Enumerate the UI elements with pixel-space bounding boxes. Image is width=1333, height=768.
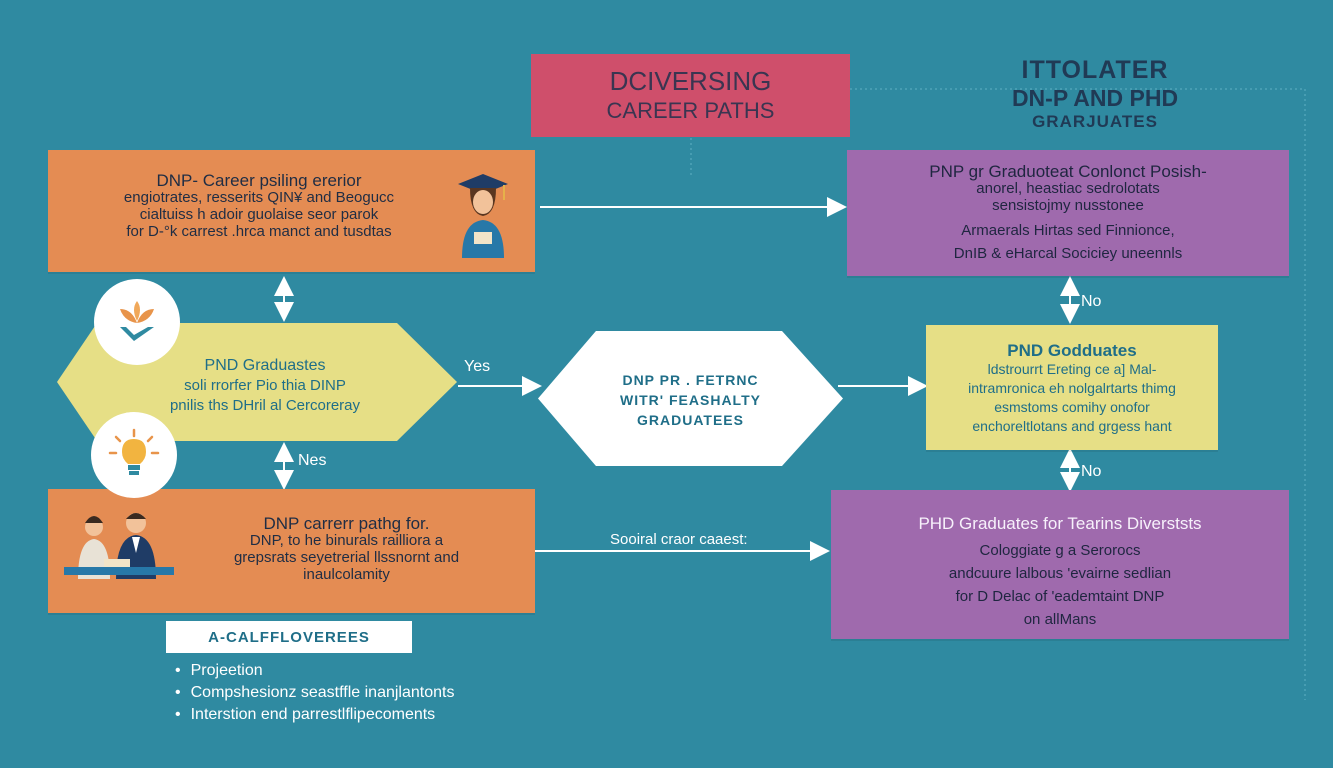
side-title-line-1: ITTOLATER: [1021, 56, 1169, 84]
box-line: pnilis ths DHril al Cercoreray: [169, 397, 361, 414]
box-pnp-graduates: PNP gr Graduoteat Conlonct Posish- anore…: [847, 150, 1289, 276]
box-pnp-graduates-text: PNP gr Graduoteat Conlonct Posish- anore…: [847, 163, 1289, 262]
diagram-title: DCIVERSING CAREER PATHS: [531, 54, 850, 137]
decision-dnp-feasibility: [538, 331, 843, 466]
box-line: grepsrats seyetrerial llssnornt and: [233, 549, 460, 566]
box-line: PND Godduates: [1007, 341, 1137, 360]
label-no-top: No: [1081, 293, 1102, 310]
legend-item: Interstion end parrestlflipecoments: [175, 704, 454, 726]
legend-item: Compshesionz seastffle inanjlantonts: [175, 682, 455, 704]
box-line: intramronica eh nolgalrtarts thimg: [968, 380, 1176, 396]
box-line: Armaerals Hirtas sed Finnionce,: [961, 222, 1175, 239]
box-line: for D Delac of 'eademtaint DNP: [955, 588, 1165, 605]
box-line: Cologgiate g a Serorocs: [979, 542, 1141, 559]
box-pnd-godduates-text: PND Godduates ldstrourrt Ereting ce a] M…: [926, 341, 1218, 436]
label-nes: Nes: [298, 452, 327, 469]
box-line: esmstoms comihy onofor: [994, 399, 1150, 415]
box-line: DnIB & eHarcal Sociciey uneennls: [953, 245, 1183, 262]
box-line: sensistojmy nusstonee: [992, 197, 1144, 214]
box-line: ldstrourrt Ereting ce a] Mal-: [987, 361, 1157, 377]
box-line: PND Graduastes: [204, 357, 326, 374]
box-dnp-carrerr-pathg: DNP carrerr pathg for. DNP, to he binura…: [48, 489, 535, 613]
plant-icon: [120, 301, 154, 341]
lightbulb-icon: [108, 428, 160, 475]
box-dnp-career-paths-text: DNP- Career psiling ererior engiotrates,…: [78, 172, 440, 240]
box-line: WITR' FEASHALTY: [620, 392, 761, 408]
legend-heading: A-CALFFLOVEREES: [166, 621, 412, 653]
box-line: soli rrorfer Pio thia DINP: [184, 377, 346, 394]
box-phd-graduates: PHD Graduates for Tearins Diverststs Col…: [831, 490, 1289, 639]
box-phd-graduates-text: PHD Graduates for Tearins Diverststs Col…: [831, 512, 1289, 631]
box-line: GRADUATEES: [637, 412, 744, 428]
side-title-line-2: DN-P AND PHD: [1011, 85, 1179, 111]
box-line: for D-°k carrest .hrca manct and tusdtas: [126, 223, 392, 240]
box-line: andcuure lalbous 'evairne sedlian: [948, 565, 1172, 582]
box-line: DNP PR . FETRNC: [622, 372, 759, 388]
box-dnp-career-paths: DNP- Career psiling ererior engiotrates,…: [48, 150, 535, 272]
box-line: cialtuiss h adoir guolaise seor parok: [139, 206, 379, 223]
box-line: DNP carrerr pathg for.: [263, 514, 430, 533]
graduate-icon: [458, 174, 508, 258]
box-line: DNP- Career psiling ererior: [156, 171, 362, 190]
decision-dnp-feasibility-text: DNP PR . FETRNC WITR' FEASHALTY GRADUATE…: [578, 370, 803, 430]
box-line: enchoreltlotans and grgess hant: [972, 418, 1172, 434]
label-yes: Yes: [464, 358, 491, 375]
label-no-bottom: No: [1081, 463, 1102, 480]
side-title: ITTOLATER DN-P AND PHD GRARJUATES: [950, 56, 1240, 132]
box-line: anorel, heastiac sedrolotats: [976, 180, 1160, 197]
label-social: Sooiral craor caaest:: [610, 531, 748, 548]
box-dnp-carrerr-pathg-text: DNP carrerr pathg for. DNP, to he binura…: [178, 515, 515, 583]
plant-icon-badge: [94, 279, 180, 365]
legend-item: Projeetion: [175, 660, 454, 682]
title-line-2: CAREER PATHS: [606, 97, 775, 123]
decision-pnd-graduates-text: PND Graduastes soli rrorfer Pio thia DIN…: [120, 356, 410, 416]
box-line: on allMans: [1023, 611, 1097, 628]
box-line: inaulcolamity: [303, 566, 390, 583]
box-line: engiotrates, resserits QIN¥ and Beogucc: [123, 189, 395, 206]
box-pnd-godduates: PND Godduates ldstrourrt Ereting ce a] M…: [926, 325, 1218, 450]
box-line: DNP, to he binurals railliora a: [249, 532, 444, 549]
box-line: PNP gr Graduoteat Conlonct Posish-: [929, 162, 1207, 181]
legend-list: Projeetion Compshesionz seastffle inanjl…: [175, 660, 455, 726]
box-line: PHD Graduates for Tearins Diverststs: [918, 514, 1202, 533]
lightbulb-icon-badge: [91, 412, 177, 498]
colleagues-icon: [64, 513, 174, 579]
title-line-1: DCIVERSING: [609, 65, 772, 96]
side-title-line-3: GRARJUATES: [1032, 112, 1158, 131]
